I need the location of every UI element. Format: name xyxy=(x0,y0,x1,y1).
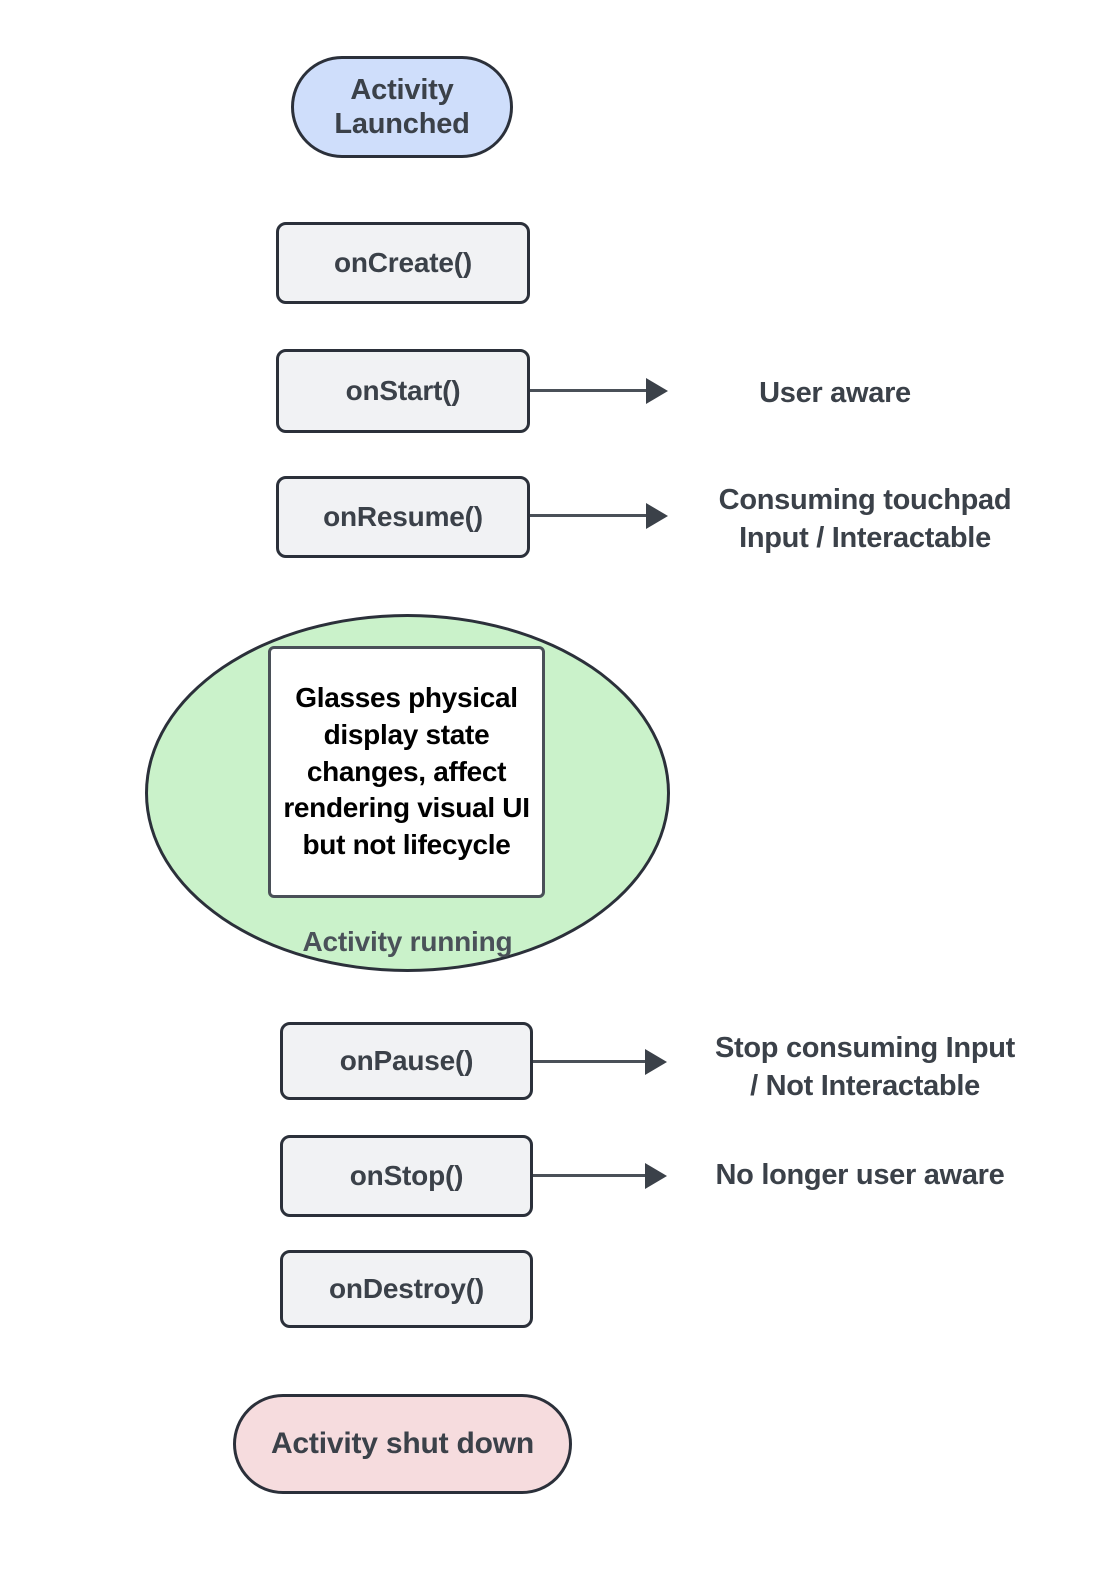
annotation-stop-consuming-input-line2: / Not Interactable xyxy=(750,1069,980,1102)
annotation-no-longer-user-aware-text: No longer user aware xyxy=(715,1159,1005,1191)
node-activity-shut-down[interactable]: Activity shut down xyxy=(233,1394,572,1494)
node-ondestroy-label: onDestroy() xyxy=(329,1273,484,1305)
node-activity-running-label-text: Activity running xyxy=(302,926,513,957)
node-onstart[interactable]: onStart() xyxy=(276,349,530,433)
annotation-consuming-touchpad: Consuming touchpad Input / Interactable xyxy=(690,482,1040,557)
node-onstart-label: onStart() xyxy=(345,375,461,407)
annotation-user-aware: User aware xyxy=(690,375,980,413)
annotation-no-longer-user-aware: No longer user aware xyxy=(690,1157,1030,1195)
arrow-onstart-to-user-aware xyxy=(530,389,648,392)
node-activity-shut-down-label: Activity shut down xyxy=(270,1427,535,1461)
arrow-onresume-to-consuming-touchpad xyxy=(530,514,648,517)
node-activity-launched[interactable]: Activity Launched xyxy=(291,56,513,158)
annotation-stop-consuming-input-line1: Stop consuming Input xyxy=(714,1032,1016,1064)
node-activity-running-label: Activity running xyxy=(145,926,670,958)
annotation-consuming-touchpad-line1: Consuming touchpad xyxy=(718,484,1012,516)
arrow-onpause-to-stop-consuming xyxy=(533,1060,647,1063)
annotation-consuming-touchpad-line2: Input / Interactable xyxy=(739,521,991,554)
node-onresume[interactable]: onResume() xyxy=(276,476,530,558)
node-onresume-label: onResume() xyxy=(323,501,483,533)
node-oncreate-label: onCreate() xyxy=(333,247,472,279)
node-oncreate[interactable]: onCreate() xyxy=(276,222,530,304)
note-glasses-display-state: Glasses physical display state changes, … xyxy=(268,646,545,898)
node-onpause-label: onPause() xyxy=(339,1045,474,1077)
node-ondestroy[interactable]: onDestroy() xyxy=(280,1250,533,1328)
annotation-user-aware-text: User aware xyxy=(759,377,911,409)
node-activity-launched-line2: Launched xyxy=(334,108,470,140)
node-onstop[interactable]: onStop() xyxy=(280,1135,533,1217)
node-onstop-label: onStop() xyxy=(349,1160,464,1192)
node-onpause[interactable]: onPause() xyxy=(280,1022,533,1100)
annotation-stop-consuming-input: Stop consuming Input / Not Interactable xyxy=(690,1030,1040,1105)
arrow-onstop-to-no-longer-aware xyxy=(533,1174,647,1177)
node-activity-launched-line1: Activity xyxy=(350,73,454,106)
note-glasses-display-state-text: Glasses physical display state changes, … xyxy=(283,681,530,861)
node-activity-launched-label: Activity Launched xyxy=(334,73,470,141)
